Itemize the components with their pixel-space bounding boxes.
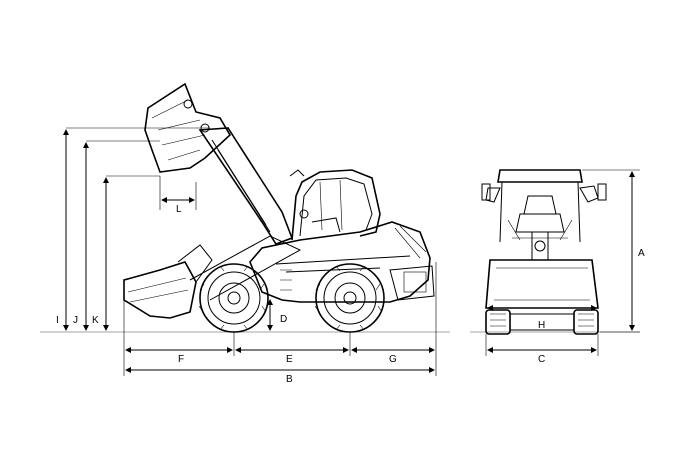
side-view-loader bbox=[40, 82, 450, 376]
label-h: H bbox=[538, 320, 545, 331]
cab bbox=[291, 169, 381, 241]
label-j: J bbox=[73, 315, 78, 326]
front-wheel bbox=[198, 263, 269, 333]
boom-arm bbox=[198, 127, 294, 245]
rear-wheel bbox=[314, 263, 385, 333]
label-k: K bbox=[92, 315, 99, 326]
front-view-loader bbox=[470, 169, 640, 356]
label-a: A bbox=[638, 248, 645, 259]
label-e: E bbox=[286, 354, 293, 365]
label-f: F bbox=[178, 354, 184, 365]
label-d: D bbox=[280, 314, 287, 325]
front-dimensions: A H C bbox=[487, 171, 645, 365]
lowered-bucket bbox=[123, 261, 197, 319]
label-c: C bbox=[538, 354, 545, 365]
chassis bbox=[249, 221, 431, 303]
label-i: I bbox=[56, 315, 59, 326]
label-g: G bbox=[389, 354, 397, 365]
label-l: L bbox=[176, 204, 182, 215]
side-dimensions: I J K L D F E G B bbox=[56, 129, 435, 385]
raised-bucket bbox=[144, 82, 232, 173]
label-b: B bbox=[286, 374, 293, 385]
